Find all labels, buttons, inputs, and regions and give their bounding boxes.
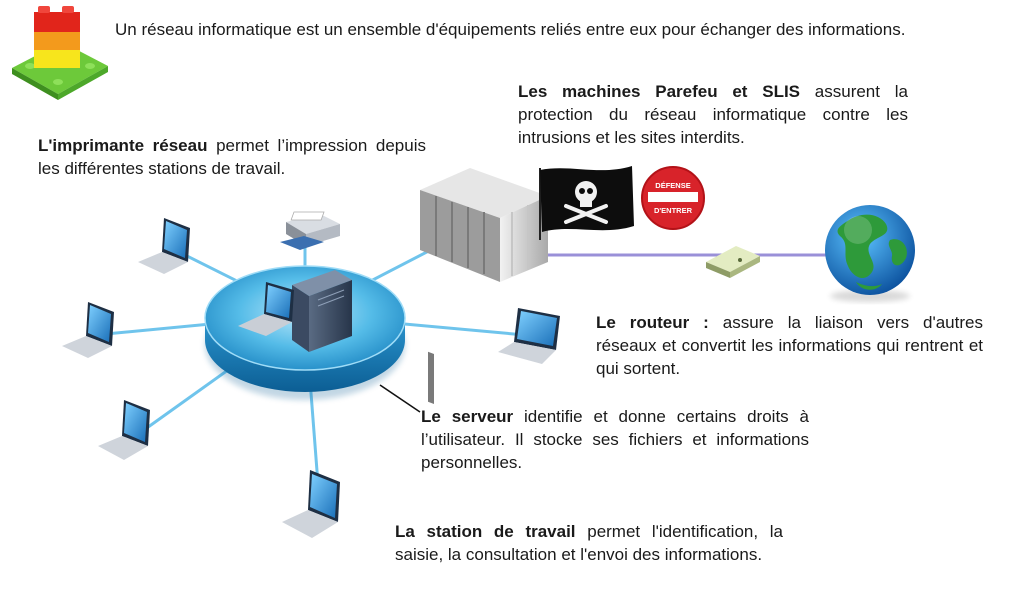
- server-title: Le serveur: [421, 407, 514, 426]
- laptop-icon: [138, 218, 190, 274]
- server-pointer-line: [379, 384, 421, 413]
- router-description: Le routeur : assure la liaison vers d'au…: [596, 311, 983, 380]
- printer-description: L'imprimante réseau permet l’impression …: [38, 134, 426, 180]
- no-entry-sign-icon: [641, 166, 705, 230]
- globe-icon: [825, 205, 915, 302]
- firewall-servers-icon: [420, 168, 548, 404]
- sign-line2: D'ENTRER: [654, 206, 693, 215]
- hub-laptop-icon: [238, 282, 294, 336]
- firewall-title: Les machines Parefeu et SLIS: [518, 82, 801, 101]
- printer-icon: [280, 211, 340, 250]
- printer-title: L'imprimante réseau: [38, 136, 208, 155]
- laptop-icon: [98, 400, 150, 460]
- sign-line1: DÉFENSE: [655, 181, 690, 190]
- station-body: permet l'identification, la saisie, la c…: [395, 522, 783, 564]
- server-body: identifie et donne certains droits à l’u…: [421, 407, 809, 472]
- lego-brick-icon: [12, 6, 108, 100]
- laptop-icon: [62, 302, 114, 358]
- router-icon: [706, 246, 760, 278]
- intro-text: Un réseau informatique est un ensemble d…: [115, 18, 1008, 41]
- server-tower-icon: [292, 270, 352, 352]
- firewall-description: Les machines Parefeu et SLIS assurent la…: [518, 80, 908, 149]
- laptop-icon: [498, 308, 560, 364]
- firewall-body: assurent la protection du réseau informa…: [518, 82, 908, 147]
- intro-body: Un réseau informatique est un ensemble d…: [115, 20, 906, 39]
- station-title: La station de travail: [395, 522, 576, 541]
- pirate-flag-icon: [539, 166, 634, 240]
- printer-body: permet l’impression depuis les différent…: [38, 136, 426, 178]
- laptop-icon: [282, 470, 340, 538]
- router-body: assure la liaison vers d'autres réseaux …: [596, 313, 983, 378]
- router-title: Le routeur :: [596, 313, 709, 332]
- server-description: Le serveur identifie et donne certains d…: [421, 405, 809, 474]
- station-description: La station de travail permet l'identific…: [395, 520, 783, 566]
